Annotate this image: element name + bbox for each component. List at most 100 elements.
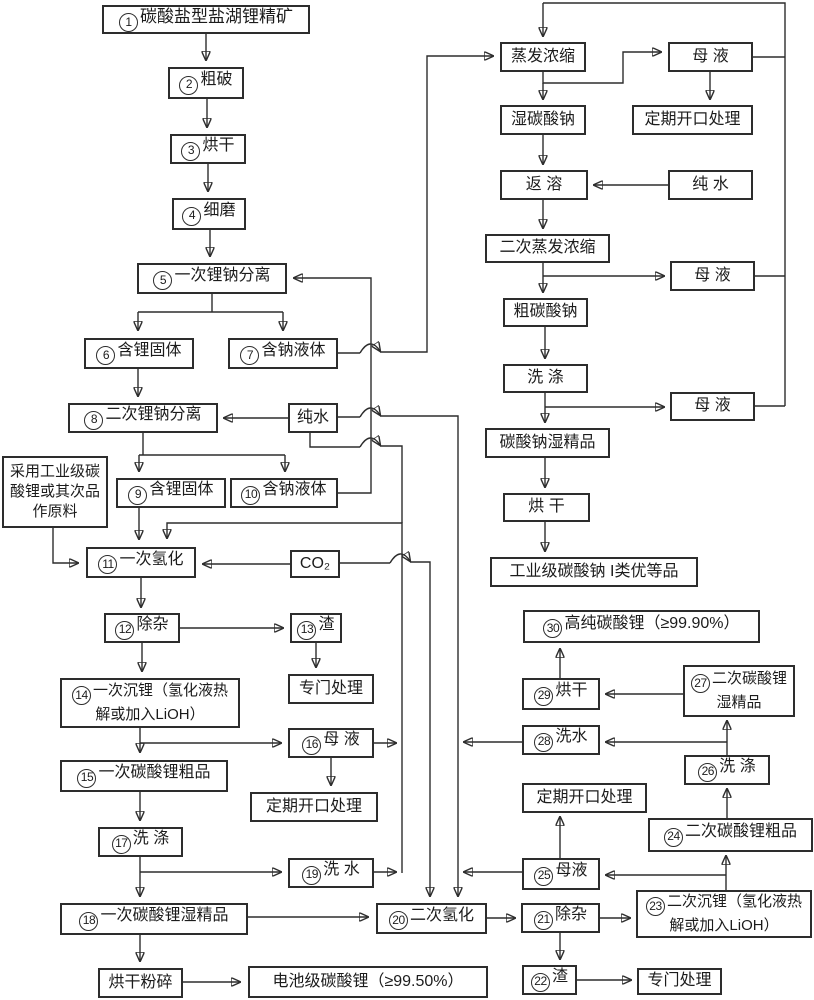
node-label: 洗 涤 — [719, 758, 756, 776]
node-label: 粗破 — [200, 71, 233, 89]
edge-n7-zf-b — [380, 56, 493, 353]
step-number: 17 — [111, 834, 131, 854]
node-crude-na2co3: 粗碳酸钠 — [503, 298, 588, 327]
node-label: 纯水 — [296, 408, 329, 426]
edge-n5-split — [138, 294, 283, 313]
edge-n8-split — [139, 433, 285, 456]
step-number: 27 — [690, 673, 710, 693]
node-label: 定期开口处理 — [644, 110, 741, 128]
step-number: 25 — [534, 866, 554, 886]
node-label: 含锂固体 — [117, 341, 182, 359]
node-raw-material-note: 采用工业级碳酸锂或其次品作原料 — [2, 456, 108, 528]
node-washing-right: 洗 涤 — [503, 364, 588, 393]
node-label: 粗碳酸钠 — [513, 303, 578, 321]
line-jump-3 — [359, 438, 380, 448]
edge-co2-n20-b — [410, 561, 430, 896]
node-special-treatment-right: 专门处理 — [637, 968, 722, 995]
node-label: 高纯碳酸锂（≥99.90%） — [564, 614, 740, 632]
step-number: 22 — [530, 972, 550, 992]
node-wet-refined-na2co3: 碳酸钠湿精品 — [485, 428, 610, 458]
step-number: 19 — [302, 865, 322, 885]
edges-bottom-right — [464, 649, 727, 980]
step-number: 2 — [179, 75, 199, 95]
node-label: 洗 涤 — [527, 369, 564, 387]
edge-pw1-n11-a — [309, 433, 360, 448]
edges-main-left — [52, 34, 368, 982]
node-label: 含钠液体 — [261, 341, 326, 359]
node-label: 一次碳酸锂粗品 — [98, 764, 211, 782]
node-periodic-open-treatment-top: 定期开口处理 — [632, 105, 753, 135]
node-label: 烘干 — [555, 682, 588, 700]
node-redissolve: 返 溶 — [500, 170, 588, 200]
node-second-evaporation: 二次蒸发浓缩 — [485, 234, 610, 263]
node-label: 蒸发浓缩 — [510, 47, 575, 65]
edge-pw1-n11-b — [380, 445, 403, 523]
step-number: 18 — [79, 911, 99, 931]
step-number: 7 — [240, 346, 260, 366]
step-number: 9 — [128, 485, 148, 505]
step-number: 20 — [388, 911, 408, 931]
node-label: 烘干粉碎 — [108, 973, 173, 991]
node-dry-crush: 烘干粉碎 — [98, 968, 183, 998]
line-jump-4 — [389, 554, 410, 564]
node-label: CO₂ — [299, 554, 331, 572]
node-periodic-open-treatment-bottom: 定期开口处理 — [522, 783, 647, 813]
edge-recycle-n11 — [167, 522, 403, 873]
edge-n10-n5 — [294, 278, 372, 494]
node-label: 洗 水 — [323, 861, 360, 879]
node-label: 专门处理 — [298, 679, 363, 697]
node-label: 洗水 — [555, 728, 588, 746]
node-wet-na2co3: 湿碳酸钠 — [500, 105, 586, 135]
node-label: 渣 — [551, 968, 568, 986]
step-number: 1 — [119, 13, 138, 33]
step-number: 3 — [181, 141, 201, 161]
node-label: 一次碳酸锂湿精品 — [100, 907, 229, 925]
node-label: 烘 干 — [528, 498, 565, 516]
step-number: 29 — [534, 686, 554, 706]
node-label: 除杂 — [554, 906, 587, 924]
node-label: 母液 — [555, 862, 588, 880]
node-label: 含钠液体 — [262, 481, 327, 499]
node-label: 采用工业级碳酸锂或其次品作原料 — [9, 462, 100, 521]
node-label: 工业级碳酸钠 I类优等品 — [509, 562, 679, 580]
node-label: 碳酸盐型盐湖锂精矿 — [140, 6, 293, 26]
step-number: 10 — [241, 485, 261, 505]
node-battery-grade-li2co3: 电池级碳酸锂（≥99.50%） — [248, 966, 488, 998]
node-co2: CO₂ — [290, 550, 340, 578]
line-jump-1 — [359, 344, 380, 354]
node-label: 母 液 — [694, 266, 731, 284]
step-number: 24 — [663, 827, 683, 847]
node-label: 二次蒸发浓缩 — [499, 239, 596, 257]
node-label: 二次碳酸锂湿精品 — [711, 670, 787, 711]
node-label: 烘干 — [202, 137, 235, 155]
node-mother-liquor-top: 母 液 — [668, 42, 753, 72]
node-label: 含锂固体 — [149, 481, 214, 499]
step-number: 26 — [698, 762, 718, 782]
node-label: 二次锂钠分离 — [105, 406, 202, 424]
node-evaporation: 蒸发浓缩 — [500, 42, 586, 72]
step-number: 11 — [98, 555, 118, 575]
node-mother-liquor-low: 母 液 — [670, 392, 755, 421]
node-dry-right: 烘 干 — [503, 493, 590, 522]
